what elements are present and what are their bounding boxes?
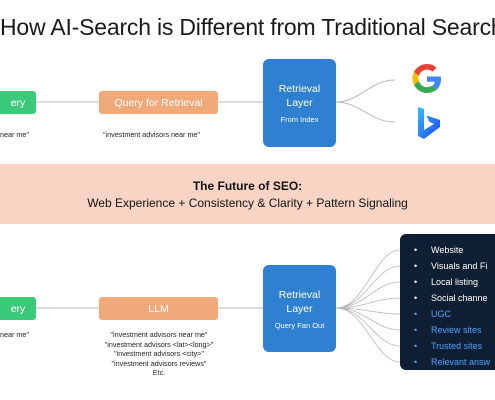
query-for-retrieval-label: Query for Retrieval (114, 96, 203, 109)
banner-heading: The Future of SEO: (192, 178, 303, 193)
connector-line (335, 79, 396, 103)
source-item: Review sites (414, 322, 495, 338)
source-item: Relevant answ (414, 354, 495, 370)
user-query-box: ery (0, 91, 36, 114)
fan-out-line (335, 249, 401, 309)
retrieval-layer-subtitle: Query Fan Out (274, 320, 325, 330)
user-query-label: ery (10, 96, 26, 109)
llm-caption-line: "investment advisors <city>" (114, 349, 204, 358)
user-query-label-bottom: ery (10, 302, 26, 315)
sources-list: WebsiteVisuals and FiLocal listingSocial… (400, 234, 495, 370)
connector-line (335, 101, 396, 123)
banner-body: Web Experience + Consistency & Clarity +… (87, 195, 408, 210)
llm-caption-line: "investment advisors reviews" (111, 358, 207, 368)
source-item: Trusted sites (414, 338, 495, 354)
source-item: Local listing (414, 274, 495, 290)
llm-caption-line: Etc. (152, 368, 166, 377)
retrieval-layer-title-1: Retrieval (278, 288, 321, 301)
retrieval-query-caption: "investment advisors near me" (103, 130, 200, 139)
retrieval-layer-title-1: Retrieval (278, 83, 321, 95)
fan-out-lines (335, 249, 401, 363)
source-item: Visuals and Fi (414, 258, 495, 274)
retrieval-layer-subtitle: From Index (280, 115, 319, 124)
fan-out-line (335, 307, 401, 363)
retrieval-layer-box: Retrieval Layer From Index (263, 59, 336, 147)
source-item: Website (414, 242, 495, 258)
llm-caption-line: "investment advisors <lat><long>" (104, 339, 214, 349)
page-title: How AI-Search is Different from Traditio… (0, 14, 495, 40)
user-query-box-bottom: ery (0, 297, 36, 320)
source-item: UGC (414, 306, 495, 322)
llm-box: LLM (99, 297, 218, 320)
user-query-caption-bottom: near me" (0, 330, 29, 339)
bing-logo-icon (418, 107, 440, 139)
fan-out-line (335, 281, 401, 309)
source-item: Social channe (414, 290, 495, 306)
fan-out-line (335, 265, 401, 309)
user-query-caption: near me" (0, 130, 29, 139)
future-of-seo-banner: The Future of SEO: Web Experience + Cons… (0, 164, 495, 224)
retrieval-layer-title-2: Layer (286, 302, 313, 315)
fan-out-line (335, 307, 401, 331)
fan-out-line (335, 297, 401, 309)
llm-caption-line: "investment advisors near me" (110, 330, 208, 339)
sources-list-panel: WebsiteVisuals and FiLocal listingSocial… (400, 234, 495, 370)
llm-label: LLM (148, 302, 169, 315)
llm-captions: "investment advisors near me" "investmen… (80, 330, 238, 378)
fan-out-line (335, 307, 401, 347)
retrieval-layer-title-2: Layer (286, 97, 313, 109)
retrieval-layer-box-bottom: Retrieval Layer Query Fan Out (263, 265, 336, 352)
query-for-retrieval-box: Query for Retrieval (99, 91, 218, 114)
google-logo-icon (412, 64, 441, 93)
